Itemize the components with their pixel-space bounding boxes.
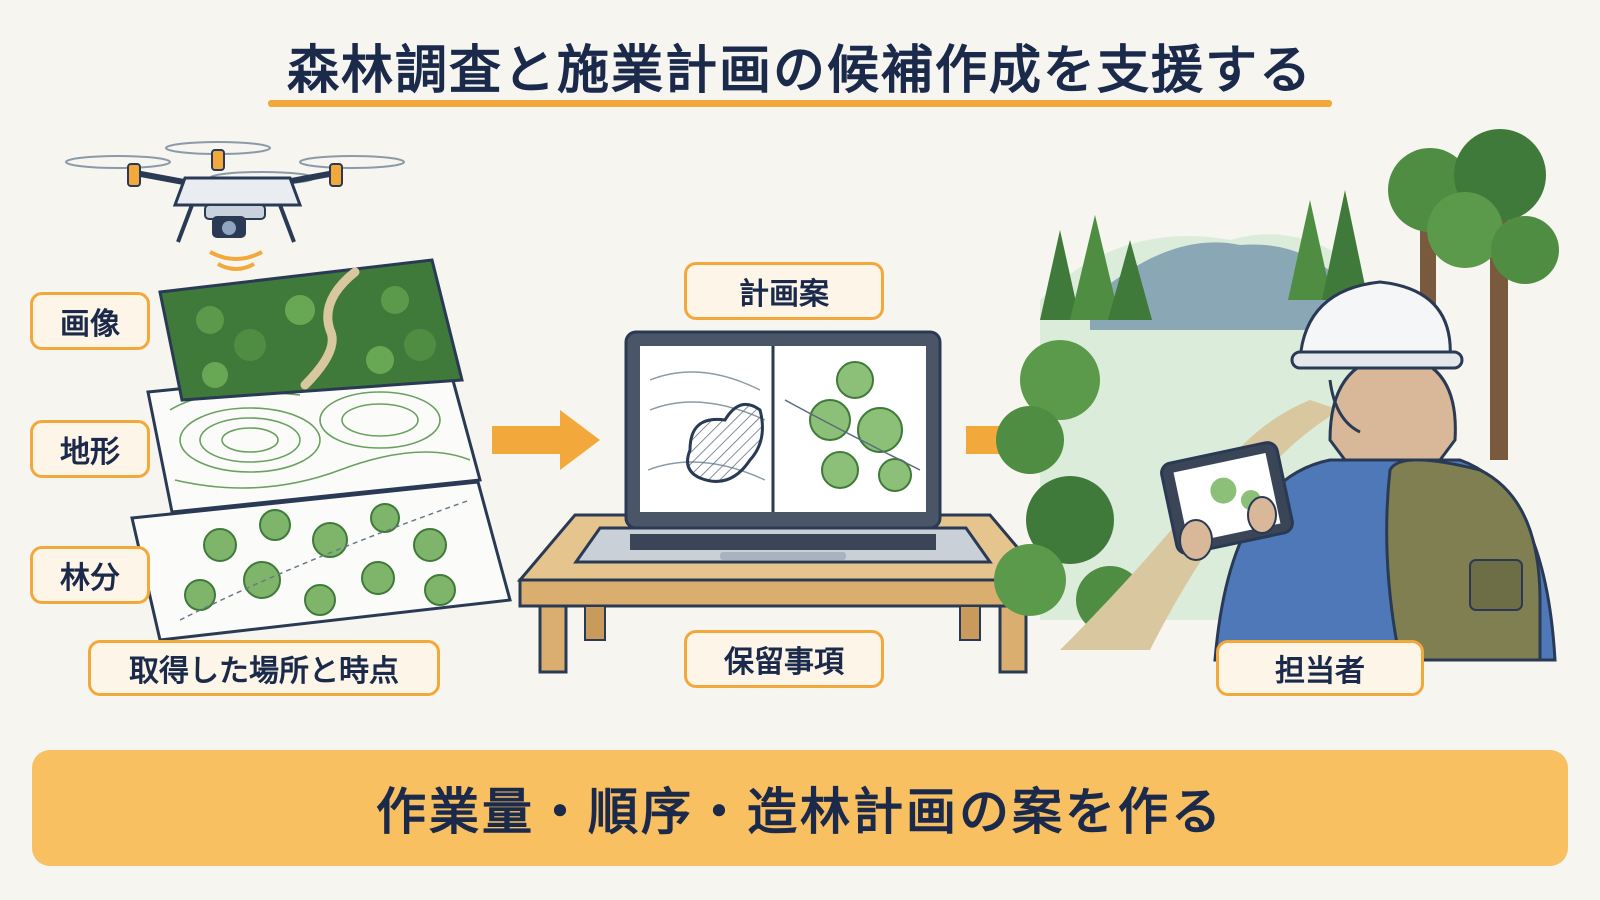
terrain-label: 地形: [30, 420, 150, 478]
stand-map: [130, 480, 512, 642]
laptop-icon: [573, 330, 993, 564]
drone-icon: [65, 141, 405, 271]
source-label: 取得した場所と時点: [88, 640, 440, 696]
person-label: 担当者: [1216, 640, 1424, 696]
worker-figure: [1160, 280, 1557, 662]
stand-label: 林分: [30, 546, 150, 604]
terrain-map: [146, 360, 482, 514]
plan-label: 計画案: [684, 262, 884, 320]
image-label: 画像: [30, 292, 150, 350]
arrow-right-icon: [492, 410, 600, 470]
summary-banner: 作業量・順序・造林計画の案を作る: [32, 750, 1568, 866]
pending-label: 保留事項: [684, 630, 884, 688]
title-underline: [268, 100, 1332, 107]
page-title: 森林調査と施業計画の候補作成を支援する: [286, 41, 1313, 101]
aerial-photo: [158, 258, 464, 402]
